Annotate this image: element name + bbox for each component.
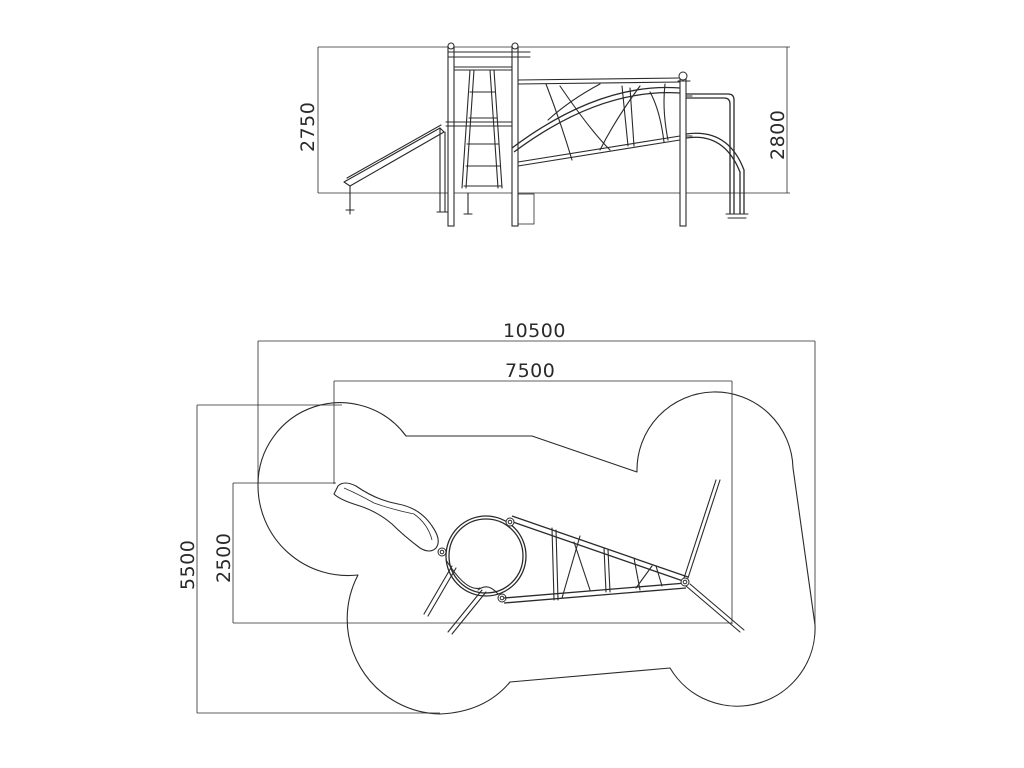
elevation-view: 2750 2800: [297, 42, 790, 227]
plan-view: 10500 7500 5500 2500: [177, 320, 816, 715]
overall-length-dimension: 10500: [257, 320, 816, 625]
equipment-width-label: 2500: [213, 533, 235, 583]
handrail-plan: [683, 479, 745, 633]
right-height-label: 2800: [767, 110, 789, 160]
slide-plan: [333, 482, 447, 557]
slide-elevation: [343, 124, 449, 215]
overall-width-label: 5500: [177, 540, 199, 590]
net-frame-plan: [503, 515, 690, 604]
equipment-length-dimension: 7500: [333, 360, 733, 624]
ring-climber-plan: [423, 515, 527, 635]
safety-zone-outline: [257, 391, 816, 715]
right-height-dimension: 2800: [767, 47, 789, 193]
arch-climber-elevation: [511, 71, 693, 227]
equipment-length-label: 7500: [505, 360, 555, 382]
left-height-dimension: 2750: [297, 47, 319, 193]
ladder-tower-elevation: [445, 42, 535, 227]
overall-length-label: 10500: [503, 320, 566, 342]
left-height-label: 2750: [297, 102, 319, 152]
overall-width-dimension: 5500: [177, 404, 440, 714]
handrail-elevation: [685, 93, 749, 219]
equipment-width-dimension: 2500: [213, 482, 732, 624]
